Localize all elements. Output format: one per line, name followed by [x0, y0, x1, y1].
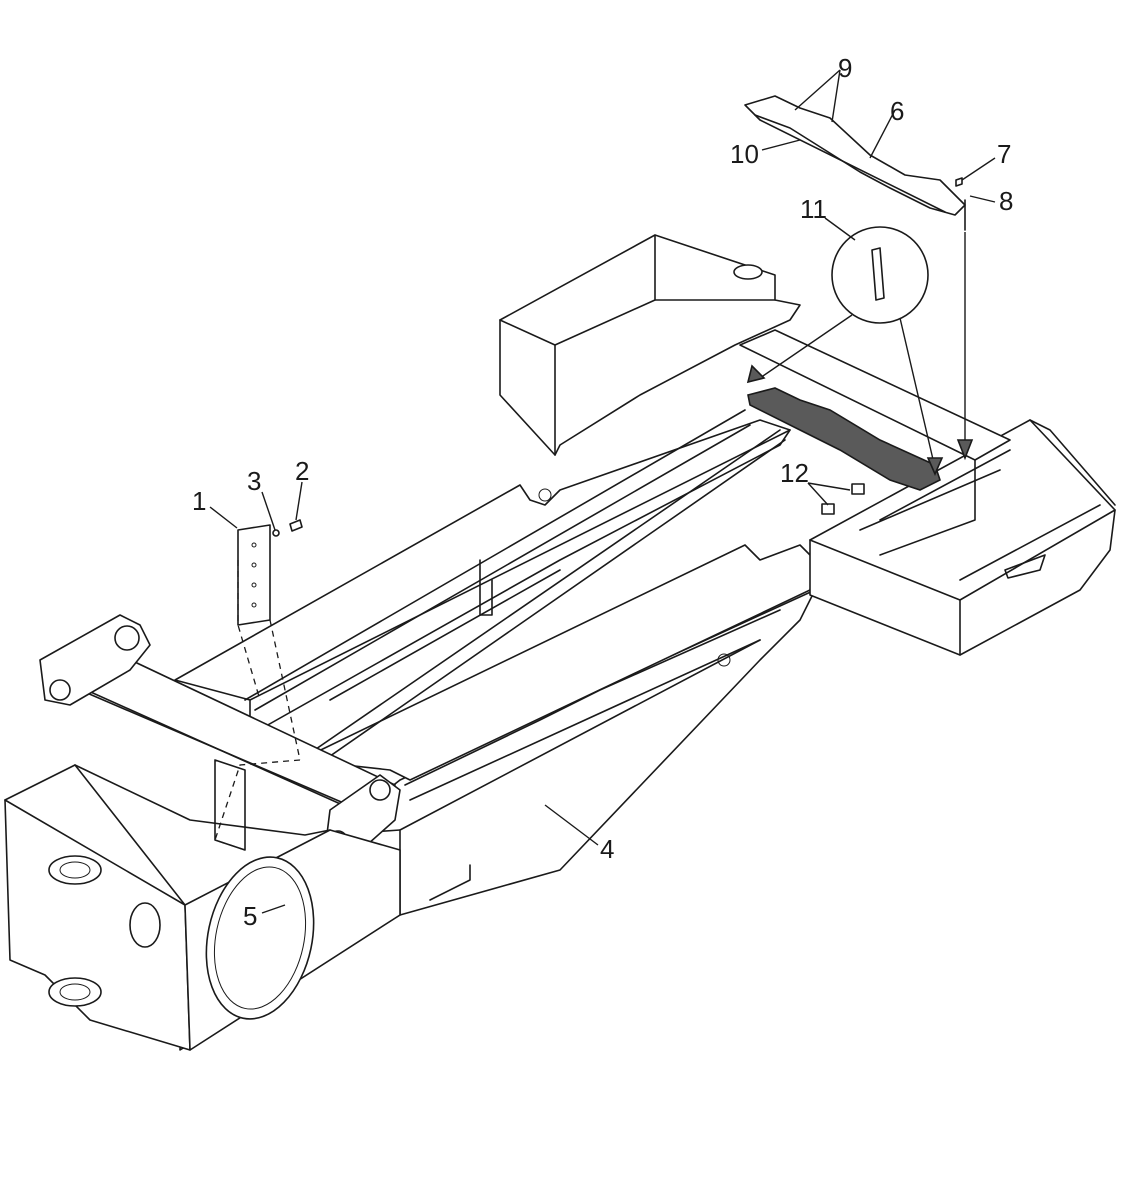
callout-5: 5 — [243, 901, 257, 931]
detail-circle-11 — [831, 226, 929, 324]
callout-11: 11 — [800, 194, 827, 224]
mounting-plate — [214, 524, 301, 851]
callout-6: 6 — [890, 96, 904, 126]
callout-7: 7 — [997, 139, 1011, 169]
callout-9: 9 — [838, 53, 852, 83]
callout-4: 4 — [600, 834, 614, 864]
callout-8: 8 — [999, 186, 1013, 216]
callout-1: 1 — [192, 486, 206, 516]
main-frame — [4, 234, 1116, 1051]
callout-labels: 1 2 3 4 5 6 7 8 9 10 11 12 — [192, 53, 1013, 931]
hardware-bolt-nut — [272, 177, 963, 537]
callout-3: 3 — [247, 466, 261, 496]
top-shield-part — [744, 95, 966, 231]
leader-lines — [209, 69, 996, 914]
callout-10: 10 — [730, 139, 759, 169]
callout-12: 12 — [780, 458, 809, 488]
callout-2: 2 — [295, 456, 309, 486]
